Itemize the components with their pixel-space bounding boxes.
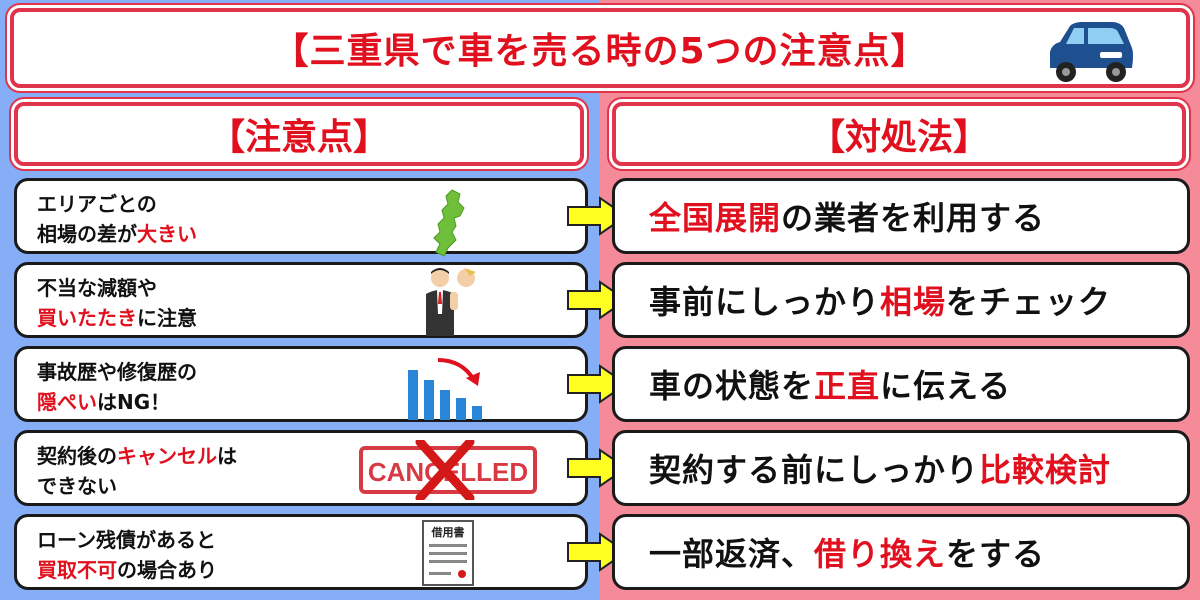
caution-item-1: エリアごとの 相場の差が大きい [14,178,588,254]
doc-title: 借用書 [431,525,465,539]
solution-item-4: 契約する前にしっかり比較検討 [612,430,1190,506]
solution-text: 契約する前にしっかり [649,451,980,489]
solution-item-2: 事前にしっかり相場をチェック [612,262,1190,338]
caution-item-5: ローン残債があると 買取不可の場合あり [14,514,588,590]
solution-text: をチェック [946,283,1112,321]
caution-header: 【注意点】 [14,102,584,166]
cancelled-stamp-icon: CANCELLED [358,437,538,504]
declining-chart-icon [402,356,492,426]
solution-item-3: 車の状態を正直に伝える [612,346,1190,422]
caution-text: ローン残債があると [37,528,216,552]
caution-line-1: エリアごとの [37,189,585,219]
car-icon [1040,18,1136,92]
caution-line-1: 事故歴や修復歴の [37,357,585,387]
caution-text: に注意 [137,306,197,330]
mie-map-icon [430,188,470,262]
solution-text: 車の状態を [649,367,815,405]
solution-highlight: 正直 [814,367,881,405]
solution-text: 事前にしっかり [649,283,881,321]
caution-text: できない [37,474,117,498]
caution-highlight: 買取不可 [37,558,117,582]
caution-line-2: 買いたたきに注意 [37,303,585,333]
page-title: 【三重県で車を売る時の5つの注意点】 [10,8,1190,88]
caution-text: の場合あり [117,558,217,582]
caution-highlight: 隠ぺい [37,390,97,414]
caution-item-2: 不当な減額や 買いたたきに注意 [14,262,588,338]
caution-line-2: 相場の差が大きい [37,219,585,249]
caution-highlight: 大きい [137,222,197,246]
caution-text: 不当な減額や [37,276,157,300]
caution-text: 契約後の [37,444,117,468]
caution-item-3: 事故歴や修復歴の 隠ぺいはNG！ [14,346,588,422]
solution-text: 一部返済、 [649,535,815,573]
caution-line-1: ローン残債があると [37,525,585,555]
loan-document-icon: 借用書 [420,518,476,592]
caution-line-2: 隠ぺいはNG！ [37,387,585,417]
solution-header-text: 【対処法】 [808,117,989,158]
solution-item-1: 全国展開の業者を利用する [612,178,1190,254]
businessman-icon [420,264,490,342]
solution-text: の業者を利用する [781,199,1046,237]
caution-highlight: キャンセル [117,444,217,468]
caution-text: はNG！ [97,390,171,414]
solution-highlight: 比較検討 [979,451,1112,489]
caution-line-1: 契約後のキャンセルは [37,441,585,471]
caution-text: は [217,444,237,468]
caution-text: エリアごとの [37,192,157,216]
page-title-text: 【三重県で車を売る時の5つの注意点】 [272,31,928,72]
caution-line-2: 買取不可の場合あり [37,555,585,585]
caution-highlight: 買いたたき [37,306,137,330]
solution-highlight: 全国展開 [649,199,782,237]
solution-header: 【対処法】 [612,102,1186,166]
caution-header-text: 【注意点】 [208,117,389,158]
caution-line-2: できない [37,471,585,501]
caution-line-1: 不当な減額や [37,273,585,303]
solution-text: に伝える [880,367,1012,405]
solution-highlight: 相場 [880,283,947,321]
caution-text: 相場の差が [37,222,137,246]
solution-item-5: 一部返済、借り換えをする [612,514,1190,590]
caution-text: 事故歴や修復歴の [37,360,197,384]
solution-highlight: 借り換え [814,535,947,573]
solution-text: をする [946,535,1046,573]
